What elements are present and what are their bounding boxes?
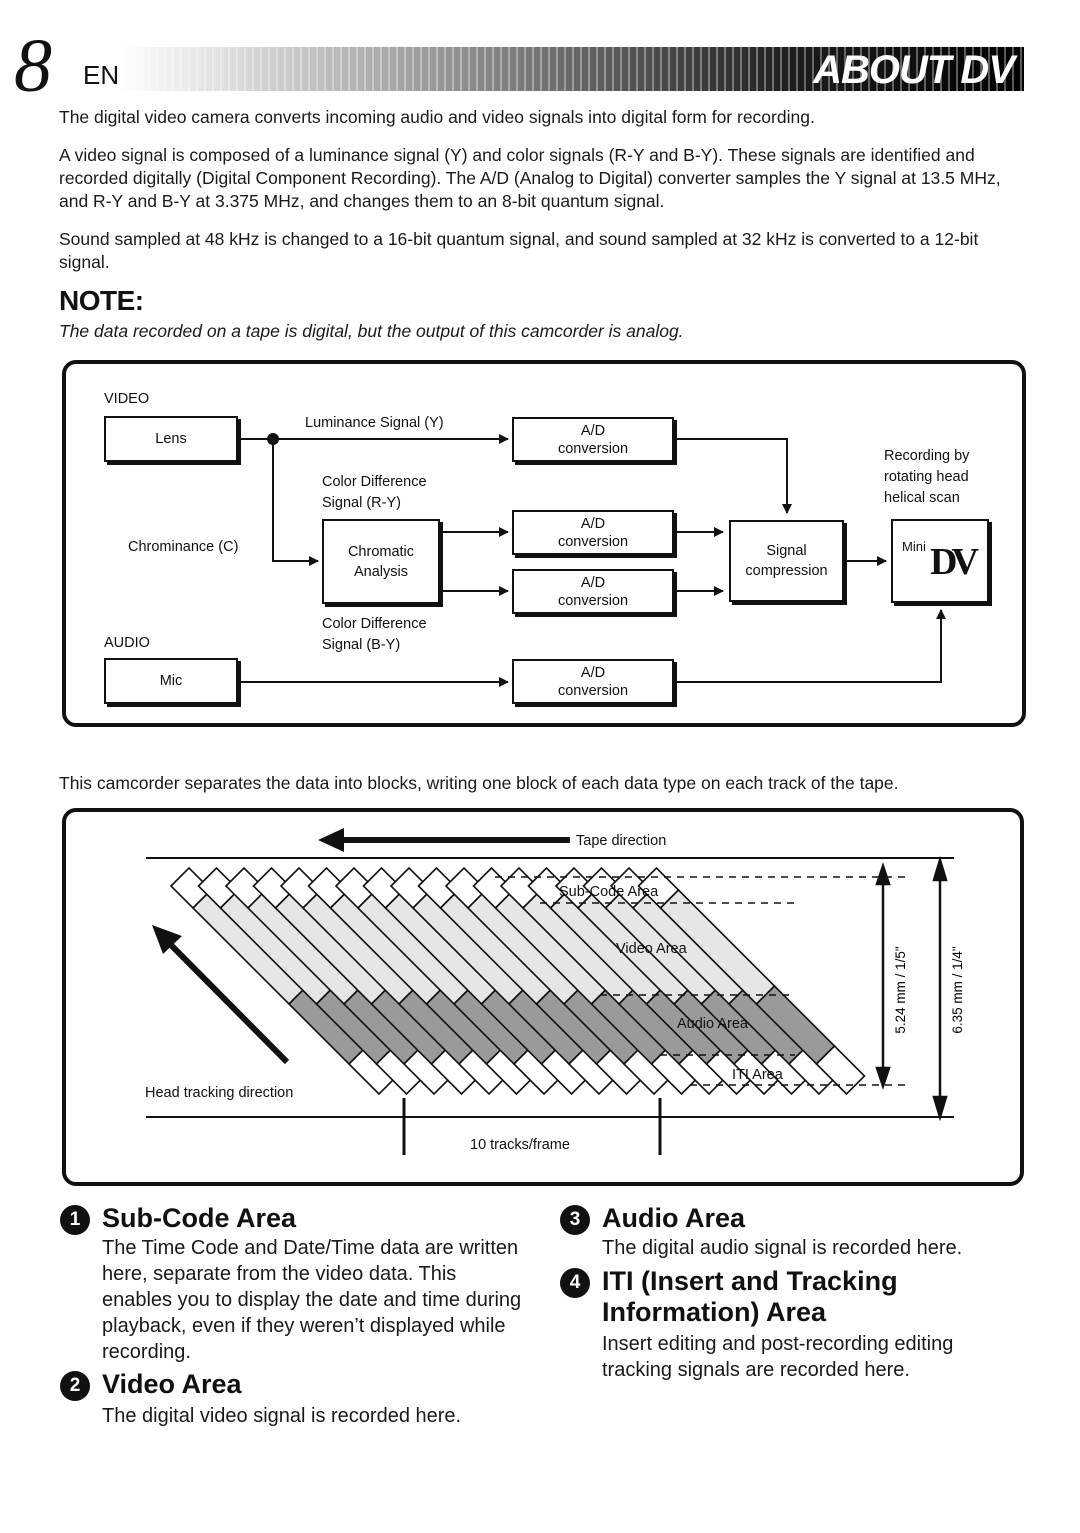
signal-compression-box: Signal compression (729, 520, 844, 602)
page-title: ABOUT DV (813, 48, 1015, 92)
logo-mini-text: Mini (902, 539, 926, 554)
tracks-intro-paragraph: This camcorder separates the data into b… (59, 773, 899, 793)
section-1-number: 1 (60, 1205, 90, 1235)
recording-line1: Recording by (884, 448, 970, 464)
color-diff-ry-line1: Color Difference (322, 474, 427, 490)
logo-dv-text: DV (930, 541, 979, 583)
color-diff-by-line1: Color Difference (322, 616, 427, 632)
tracks-per-frame-label: 10 tracks/frame (470, 1137, 570, 1153)
ad-conversion-ry-box: A/D conversion (512, 510, 674, 555)
width-524-label: 5.24 mm / 1/5" (893, 946, 908, 1034)
section-3-text: The digital audio signal is recorded her… (602, 1237, 963, 1259)
lens-box: Lens (104, 416, 238, 462)
note-heading: NOTE: (59, 285, 144, 316)
section-4-text: Insert editing and post-recording editin… (602, 1333, 954, 1381)
track-strips (169, 866, 866, 1096)
ad-audio-line1: A/D (580, 664, 606, 681)
header-gradient-bar (118, 47, 1024, 91)
section-4-title-line1: ITI (Insert and Tracking (602, 1266, 898, 1296)
color-diff-by-label: Color Difference Signal (B-Y) (322, 614, 427, 656)
section-4-title-line2: Information) Area (602, 1297, 827, 1327)
ad-by-line2: conversion (557, 592, 629, 609)
head-tracking-arrow (152, 925, 290, 1065)
section-4-title: ITI (Insert and Tracking Information) Ar… (602, 1266, 898, 1328)
page-number: 8 (14, 24, 52, 108)
header-stripes (118, 47, 1024, 91)
subcode-area-label: Sub-Code Area (559, 884, 659, 900)
ad-y-line2: conversion (557, 440, 629, 457)
signal-line1: Signal (766, 543, 807, 559)
mini-dv-logo: Mini DV (900, 536, 980, 586)
recording-line3: helical scan (884, 490, 960, 506)
color-diff-ry-label: Color Difference Signal (R-Y) (322, 472, 427, 514)
lens-label: Lens (155, 431, 187, 447)
tape-direction-arrow (318, 828, 570, 852)
language-code: EN (83, 60, 120, 90)
tape-direction-label: Tape direction (576, 833, 667, 849)
recording-label: Recording by rotating head helical scan (884, 446, 969, 509)
intro-paragraph-1: The digital video camera converts incomi… (59, 107, 815, 127)
page-header: 8 EN ABOUT DV (0, 0, 1080, 104)
section-2-text: The digital video signal is recorded her… (102, 1405, 462, 1427)
ad-conversion-by-box: A/D conversion (512, 569, 674, 614)
audio-label: AUDIO (104, 635, 150, 651)
color-diff-ry-line2: Signal (R-Y) (322, 495, 401, 511)
section-2-title: Video Area (102, 1369, 242, 1399)
head-tracking-label: Head tracking direction (145, 1085, 294, 1101)
recording-line2: rotating head (884, 469, 969, 485)
color-diff-by-line2: Signal (B-Y) (322, 637, 401, 653)
ad-conversion-audio-box: A/D conversion (512, 659, 674, 704)
note-text: The data recorded on a tape is digital, … (59, 321, 684, 341)
chromatic-analysis-box: Chromatic Analysis (322, 519, 440, 604)
chromatic-line1: Chromatic (347, 543, 415, 560)
signal-line2: compression (745, 563, 828, 579)
width-635-label: 6.35 mm / 1/4" (950, 946, 965, 1034)
section-4-number: 4 (560, 1268, 590, 1298)
audio-area-label: Audio Area (677, 1016, 748, 1032)
luminance-label: Luminance Signal (Y) (305, 415, 444, 431)
section-1-text: The Time Code and Date/Time data are wri… (102, 1237, 522, 1363)
mic-box: Mic (104, 658, 238, 704)
ad-by-line1: A/D (580, 574, 606, 591)
video-area-label: Video Area (616, 941, 687, 957)
section-3-number: 3 (560, 1205, 590, 1235)
video-label: VIDEO (104, 391, 150, 407)
iti-area-label: ITI Area (732, 1067, 783, 1083)
chrominance-label: Chrominance (C) (128, 539, 239, 555)
section-3-title: Audio Area (602, 1203, 746, 1233)
section-1-title: Sub-Code Area (102, 1203, 297, 1233)
ad-audio-line2: conversion (557, 682, 629, 699)
track-strip-segment (815, 1044, 866, 1096)
mini-dv-logo-box: Mini DV (891, 519, 989, 603)
intro-paragraph-3: Sound sampled at 48 kHz is changed to a … (59, 229, 979, 272)
ad-conversion-y-box: A/D conversion (512, 417, 674, 462)
chromatic-line2: Analysis (354, 563, 408, 580)
ad-y-line1: A/D (580, 422, 606, 439)
mic-label: Mic (159, 673, 183, 689)
ad-ry-line2: conversion (557, 533, 629, 550)
intro-paragraph-2: A video signal is composed of a luminanc… (59, 145, 1001, 211)
ad-ry-line1: A/D (580, 515, 606, 532)
section-2-number: 2 (60, 1371, 90, 1401)
